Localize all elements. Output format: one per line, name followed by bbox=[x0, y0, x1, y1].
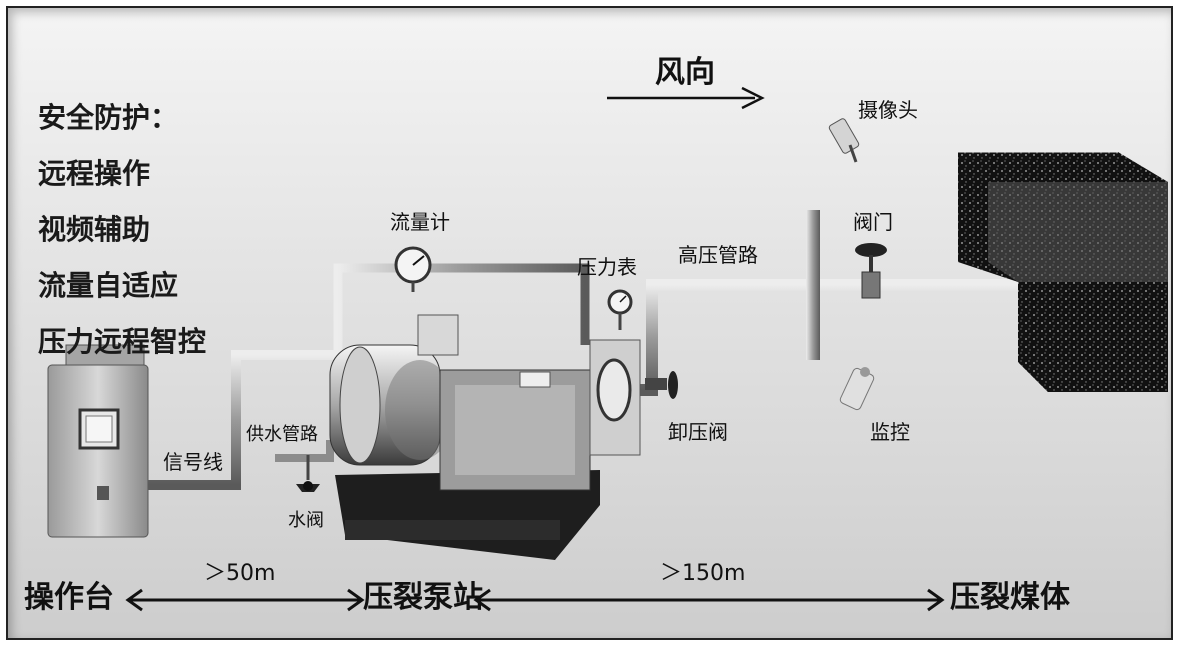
gate-valve-label: 阀门 bbox=[853, 210, 893, 234]
signal-line-cable bbox=[148, 350, 345, 490]
wind-direction-arrow bbox=[607, 86, 765, 110]
monitor-label: 监控 bbox=[870, 420, 910, 444]
water-pipe-label: 供水管路 bbox=[246, 424, 318, 445]
pressure-gauge-label: 压力表 bbox=[577, 255, 637, 279]
water-valve-label: 水阀 bbox=[288, 510, 324, 531]
gate-valve-icon bbox=[855, 243, 887, 299]
distance-arrow-left bbox=[125, 588, 365, 612]
fracturing-pump-station bbox=[329, 314, 600, 560]
flowmeter-label: 流量计 bbox=[390, 210, 450, 234]
water-valve-icon bbox=[296, 481, 320, 492]
safety-item: 远程操作 bbox=[38, 157, 151, 190]
safety-measures-list: 安全防护： 远程操作 视频辅助 流量自适应 压力远程智控 bbox=[38, 90, 206, 370]
distance-arrow-right bbox=[473, 588, 945, 612]
wind-direction-label: 风向 bbox=[655, 55, 715, 90]
coal-body-block bbox=[958, 151, 1168, 392]
camera-icon bbox=[828, 118, 860, 163]
console-label: 操作台 bbox=[24, 580, 114, 615]
safety-item: 流量自适应 bbox=[38, 269, 179, 302]
coal-body-label: 压裂煤体 bbox=[950, 580, 1070, 615]
distance-left-label: ＞50m bbox=[204, 561, 276, 586]
camera-label: 摄像头 bbox=[858, 98, 918, 122]
safety-title: 安全防护： bbox=[38, 101, 179, 134]
high-pressure-pipe-label: 高压管路 bbox=[678, 243, 758, 267]
distance-right-label: ＞150m bbox=[660, 561, 746, 586]
control-console-cabinet bbox=[47, 344, 149, 538]
safety-item: 压力远程智控 bbox=[38, 325, 207, 358]
pump-station-label: 压裂泵站 bbox=[363, 580, 483, 615]
flow-pipe bbox=[333, 263, 590, 380]
safety-item: 视频辅助 bbox=[38, 213, 151, 246]
relief-valve-icon bbox=[645, 371, 678, 399]
signal-line-label: 信号线 bbox=[163, 450, 223, 474]
relief-valve-label: 卸压阀 bbox=[668, 420, 728, 444]
pressure-gauge-icon bbox=[607, 289, 633, 330]
water-supply-pipe bbox=[275, 440, 334, 480]
pressure-gauge-assembly bbox=[589, 339, 641, 456]
surveillance-monitor-icon bbox=[839, 367, 875, 411]
flowmeter-icon bbox=[394, 246, 432, 292]
